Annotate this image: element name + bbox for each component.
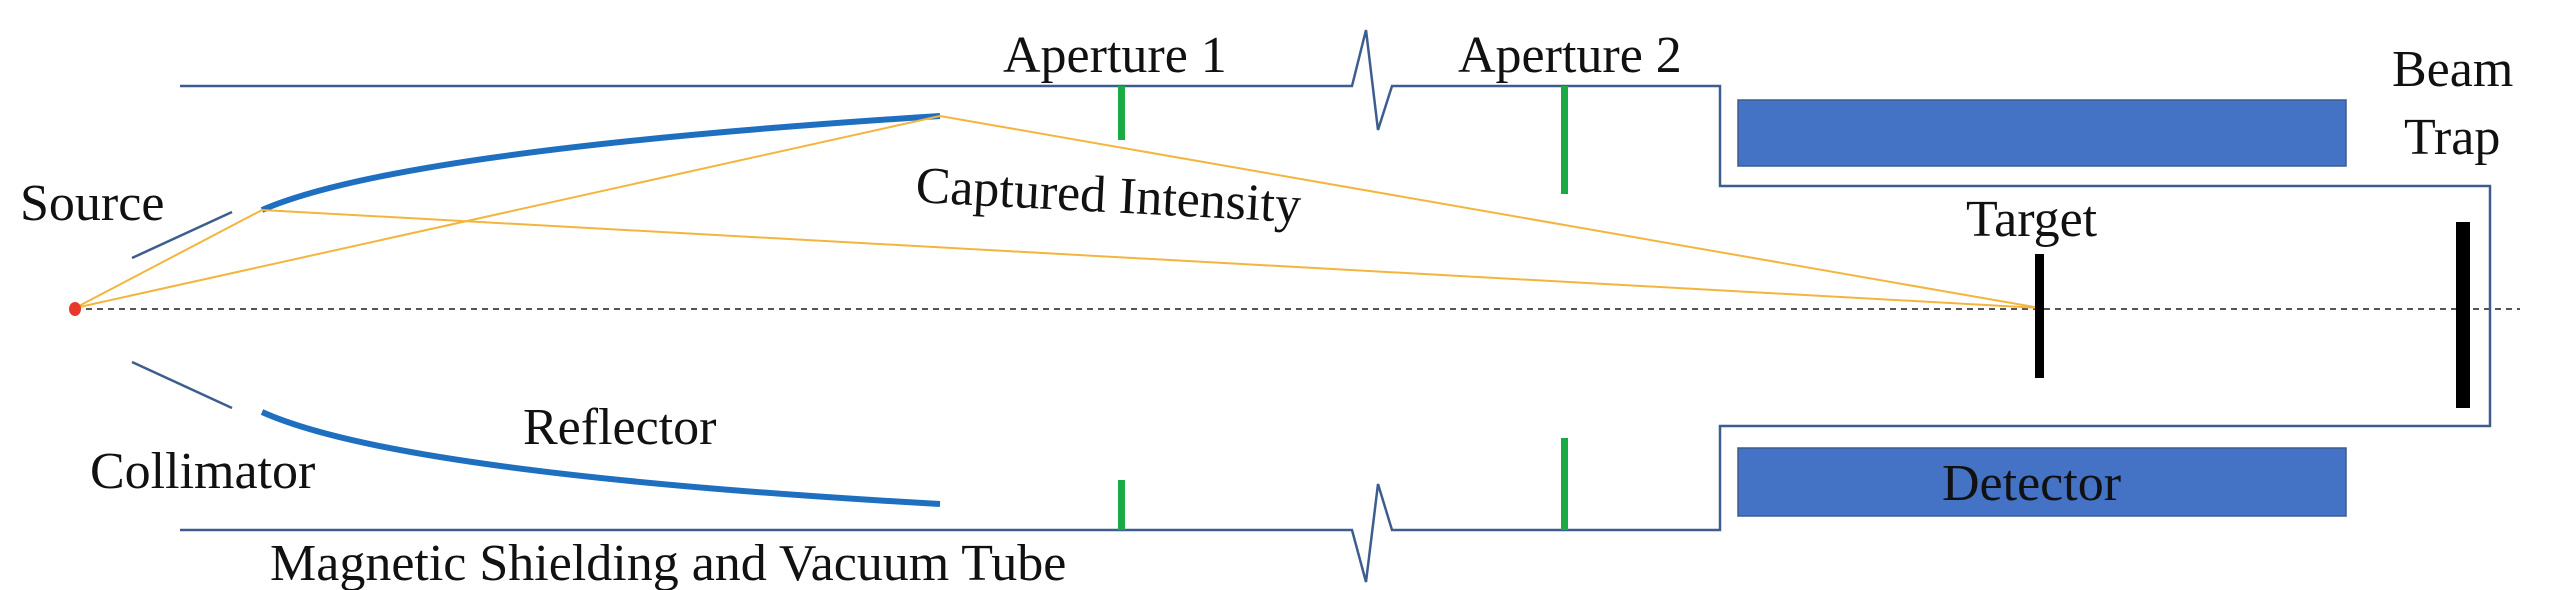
label-trap: Trap [2404, 109, 2500, 166]
ray-source-to-reflector-near [74, 209, 263, 309]
label-source: Source [20, 175, 164, 232]
ray-reflector-far-to-target [939, 115, 2041, 309]
label-detector: Detector [1942, 455, 2121, 512]
label-reflector: Reflector [523, 399, 716, 456]
reflector-upper [260, 113, 941, 213]
collimator-upper [131, 210, 233, 260]
tube-top-wall [180, 29, 2492, 583]
label-aperture-2: Aperture 2 [1458, 27, 1682, 84]
aperture-1-top [1118, 86, 1125, 140]
label-target: Target [1966, 191, 2098, 248]
label-aperture-1: Aperture 1 [1003, 27, 1227, 84]
collimator-lower [131, 360, 233, 410]
beam-trap-plate [2456, 222, 2470, 408]
label-tube: Magnetic Shielding and Vacuum Tube [270, 535, 1066, 590]
detector-upper [1737, 99, 2347, 167]
ray-reflector-near-to-target [261, 209, 2041, 309]
source-dot [69, 302, 81, 316]
label-collimator: Collimator [90, 443, 315, 500]
aperture-1-bottom [1118, 480, 1125, 530]
target-plate [2035, 254, 2044, 378]
ray-paths [74, 115, 2041, 309]
label-beam: Beam [2392, 41, 2513, 98]
aperture-2-bottom [1561, 438, 1568, 530]
ray-source-to-reflector-far [74, 115, 941, 309]
detector-lower [1737, 447, 2347, 517]
reflector-lower [260, 409, 941, 507]
aperture-2-top [1561, 86, 1568, 194]
